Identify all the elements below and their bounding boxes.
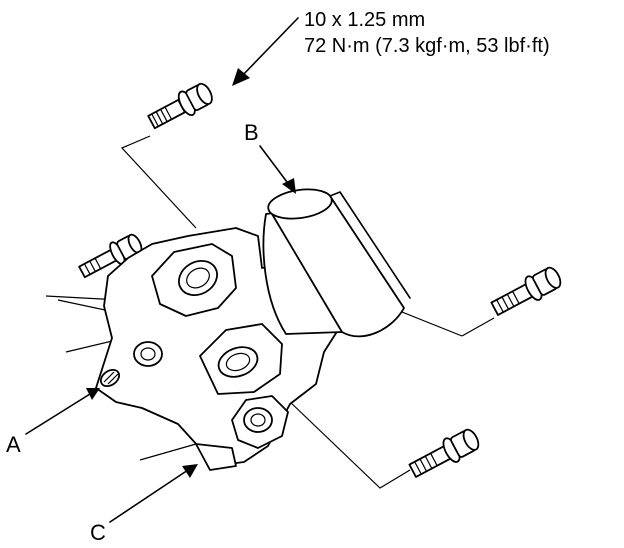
callout-a-arrow: [25, 388, 100, 435]
spec-bolt-size: 10 x 1.25 mm: [304, 9, 425, 31]
pipe-section: [262, 188, 411, 338]
bolt-right: [490, 266, 562, 316]
callout-c-label: C: [90, 520, 106, 545]
callout-c-arrow: [109, 464, 198, 523]
bolt-top: [147, 82, 213, 130]
spec-torque: 72 N·m (7.3 kgf·m, 53 lbf·ft): [304, 35, 550, 57]
bolt-bottom-right: [408, 428, 480, 478]
callout-b-label: B: [244, 120, 259, 145]
callout-b-arrow: [259, 145, 296, 194]
spec-leader-arrow: [232, 17, 299, 86]
dowel-pin: [99, 368, 121, 388]
callout-a-label: A: [6, 432, 21, 457]
